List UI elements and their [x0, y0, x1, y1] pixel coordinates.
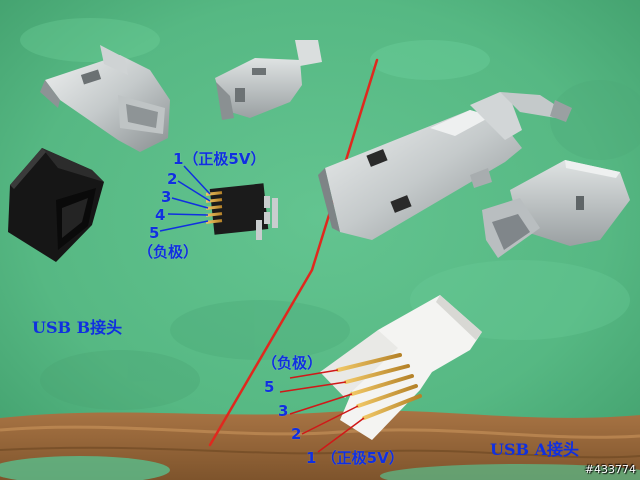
usb-b-leader-lines — [159, 165, 211, 232]
usb-b-pin4-label: 4 — [155, 206, 166, 224]
usb-b-pin2-label: 2 — [167, 170, 178, 188]
usb-b-pin-header — [205, 183, 278, 240]
usb-b-negative-label: （负极） — [138, 243, 199, 261]
wood-strip — [0, 410, 640, 480]
watermark-id: #433774 — [584, 463, 636, 476]
usb-b-pin1-label: 1（正极5V） — [173, 150, 266, 168]
usb-b-black-cap — [8, 148, 104, 262]
usb-a-white-insert — [320, 295, 482, 440]
usb-a-metal-shell — [318, 92, 572, 240]
usb-a-title: USB A接头 — [490, 440, 580, 459]
mat-texture — [20, 18, 640, 410]
usb-b-metal-latch — [215, 40, 322, 120]
usb-a-metal-cover — [470, 160, 630, 258]
usb-b-pin3-label: 3 — [161, 188, 172, 206]
usb-a-leader-lines — [279, 369, 365, 453]
usb-a-pin5-label: 5 — [264, 378, 275, 396]
red-divider-line — [208, 58, 379, 447]
usb-b-title: USB B接头 — [32, 318, 123, 337]
usb-b-metal-shell — [40, 45, 170, 152]
usb-b-pin5-label: 5 — [149, 224, 160, 242]
usb-a-negative-label: （负极） — [262, 354, 323, 372]
usb-a-pin2-label: 2 — [291, 425, 302, 443]
usb-a-pin3-label: 3 — [278, 402, 289, 420]
usb-a-pin1-label: 1 （正极5V） — [306, 449, 404, 467]
